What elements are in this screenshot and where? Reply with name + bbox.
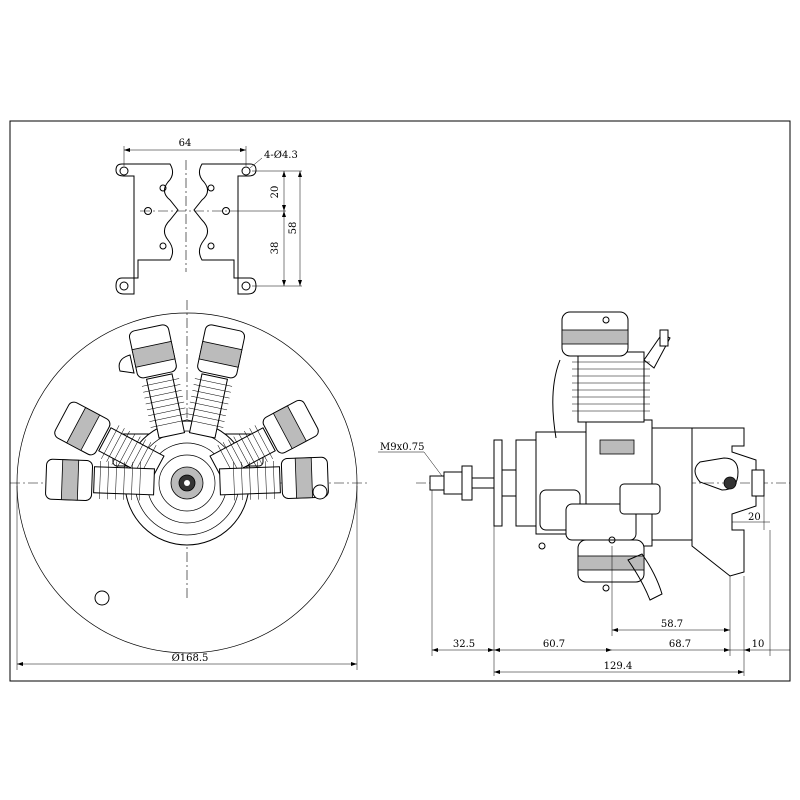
dim-total-length: 129.4 [604,661,633,672]
dim-thread: M9x0.75 [380,442,425,453]
dim-len-10: 10 [752,639,765,650]
front-view [10,300,370,670]
dim-len-58-7: 58.7 [661,619,683,630]
dim-len-32-5: 32.5 [453,639,475,650]
drawing-frame [9,120,791,682]
dim-mount-total: 58 [288,222,299,235]
dim-len-60-7: 60.7 [543,639,565,650]
dim-mount-lower: 38 [270,242,281,255]
dim-offset-20: 20 [748,512,761,523]
dim-len-68-7: 68.7 [669,639,691,650]
dim-mount-width: 64 [179,138,192,149]
side-view [378,311,790,676]
mount-plate-view [115,146,302,295]
dim-mount-holes: 4-Ø4.3 [264,150,298,161]
dim-mount-upper: 20 [270,186,281,199]
dim-prop-diameter: Ø168.5 [172,653,209,664]
